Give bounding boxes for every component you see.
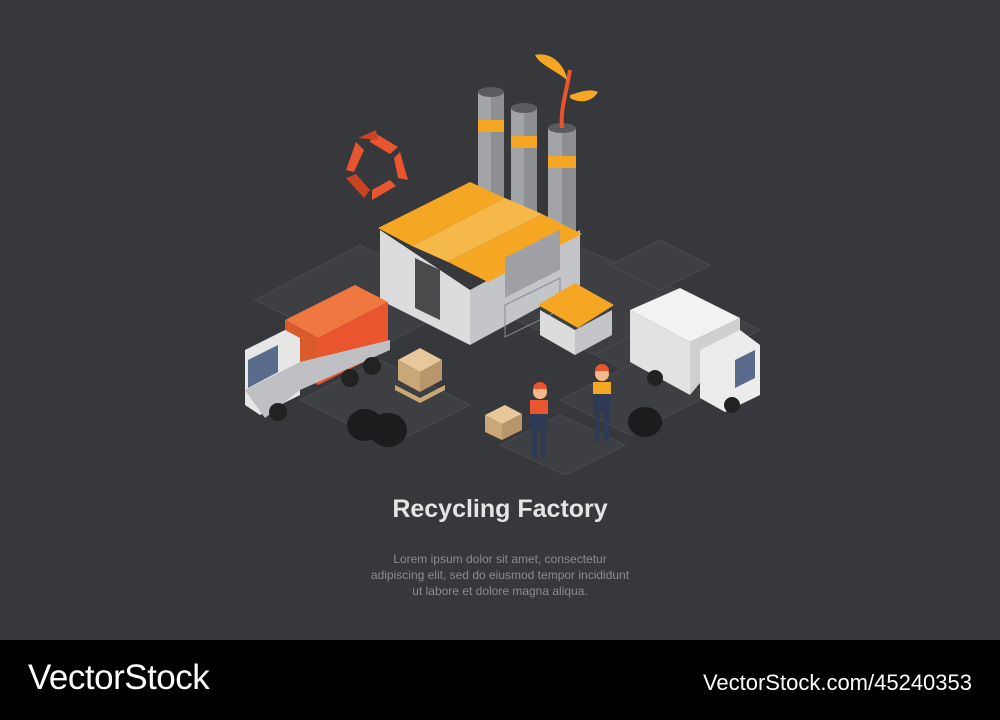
recycle-icon	[346, 130, 408, 200]
sprout-icon	[535, 54, 598, 129]
illustration-title: Recycling Factory	[392, 495, 608, 523]
cargo-boxes	[395, 348, 522, 440]
image-id-label: VectorStock.com/45240353	[702, 670, 972, 695]
illustration-scene	[245, 54, 762, 476]
brand-logo: VectorStock	[28, 658, 210, 697]
recycling-factory-illustration	[245, 54, 762, 476]
worker-1	[530, 382, 548, 458]
container-truck	[245, 285, 390, 421]
footer-bar: VectorStock VectorStock.com/45240353	[0, 640, 1000, 720]
trash-bags	[347, 407, 662, 447]
factory-building	[378, 182, 614, 355]
worker-2	[593, 364, 611, 442]
delivery-truck	[630, 288, 760, 413]
illustration-body-text: Lorem ipsum dolor sit amet, consectetur …	[370, 552, 630, 598]
